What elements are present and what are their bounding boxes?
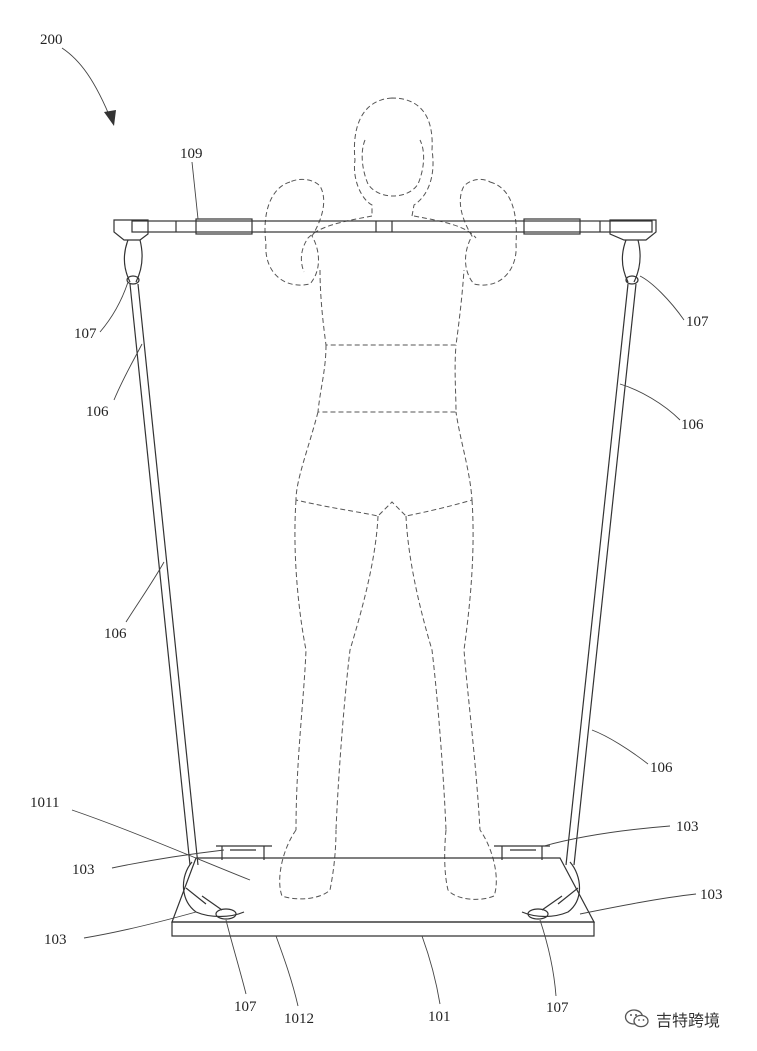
figure-number: 200 [40,32,63,48]
leader-platform [421,935,441,1005]
label-band-lower-left: 106 [104,626,127,642]
leader-band-lower-left [125,561,165,623]
foot-hook-right [494,845,550,860]
label-lower-clip-left: 107 [234,999,257,1015]
leader-band-lower-right [591,729,649,765]
leader-upper-clip-right [639,275,685,321]
leader-foot-hook-right [543,825,671,847]
leader-foot-hook-left [111,849,225,869]
label-bar: 109 [180,146,203,162]
label-band-upper-right: 106 [681,417,704,433]
bar [113,218,657,241]
leader-bar [191,161,199,220]
corner-hook-right [521,861,581,920]
label-platform: 101 [428,1009,451,1025]
leader-lower-clip-left [225,919,247,995]
watermark-text: 吉特跨境 [656,1011,721,1030]
label-lower-clip-right: 107 [546,1000,569,1016]
corner-hook-left [182,861,245,920]
band-left [129,283,199,866]
leader-corner-hook-left [83,911,197,939]
band-right [565,283,637,866]
label-band-lower-right: 106 [650,760,673,776]
wechat-icon [624,1009,649,1028]
label-corner-hook-left: 103 [44,932,67,948]
figure-arrowhead [104,110,116,126]
leader-bottom-surface [275,935,299,1007]
watermark: 吉特跨境 [624,1006,720,1032]
leader-band-upper-left [113,343,143,401]
label-top-surface: 1011 [30,795,59,811]
leader-band-upper-right [619,383,681,421]
leader-corner-hook-right [579,893,697,915]
platform [171,857,595,937]
upper-clip-left [123,239,143,285]
label-foot-hook-right: 103 [676,819,699,835]
leader-upper-clip-left [99,281,129,333]
label-corner-hook-right: 103 [700,887,723,903]
label-band-upper-left: 106 [86,404,109,420]
person-outline [264,97,517,900]
label-upper-clip-left: 107 [74,326,97,342]
figure-arrow [61,47,113,123]
leader-lower-clip-right [539,919,557,997]
leader-top-surface [71,809,251,881]
label-bottom-surface: 1012 [284,1011,314,1027]
upper-clip-right [621,239,641,285]
label-foot-hook-left: 103 [72,862,95,878]
foot-hook-left [216,845,272,860]
label-upper-clip-right: 107 [686,314,709,330]
